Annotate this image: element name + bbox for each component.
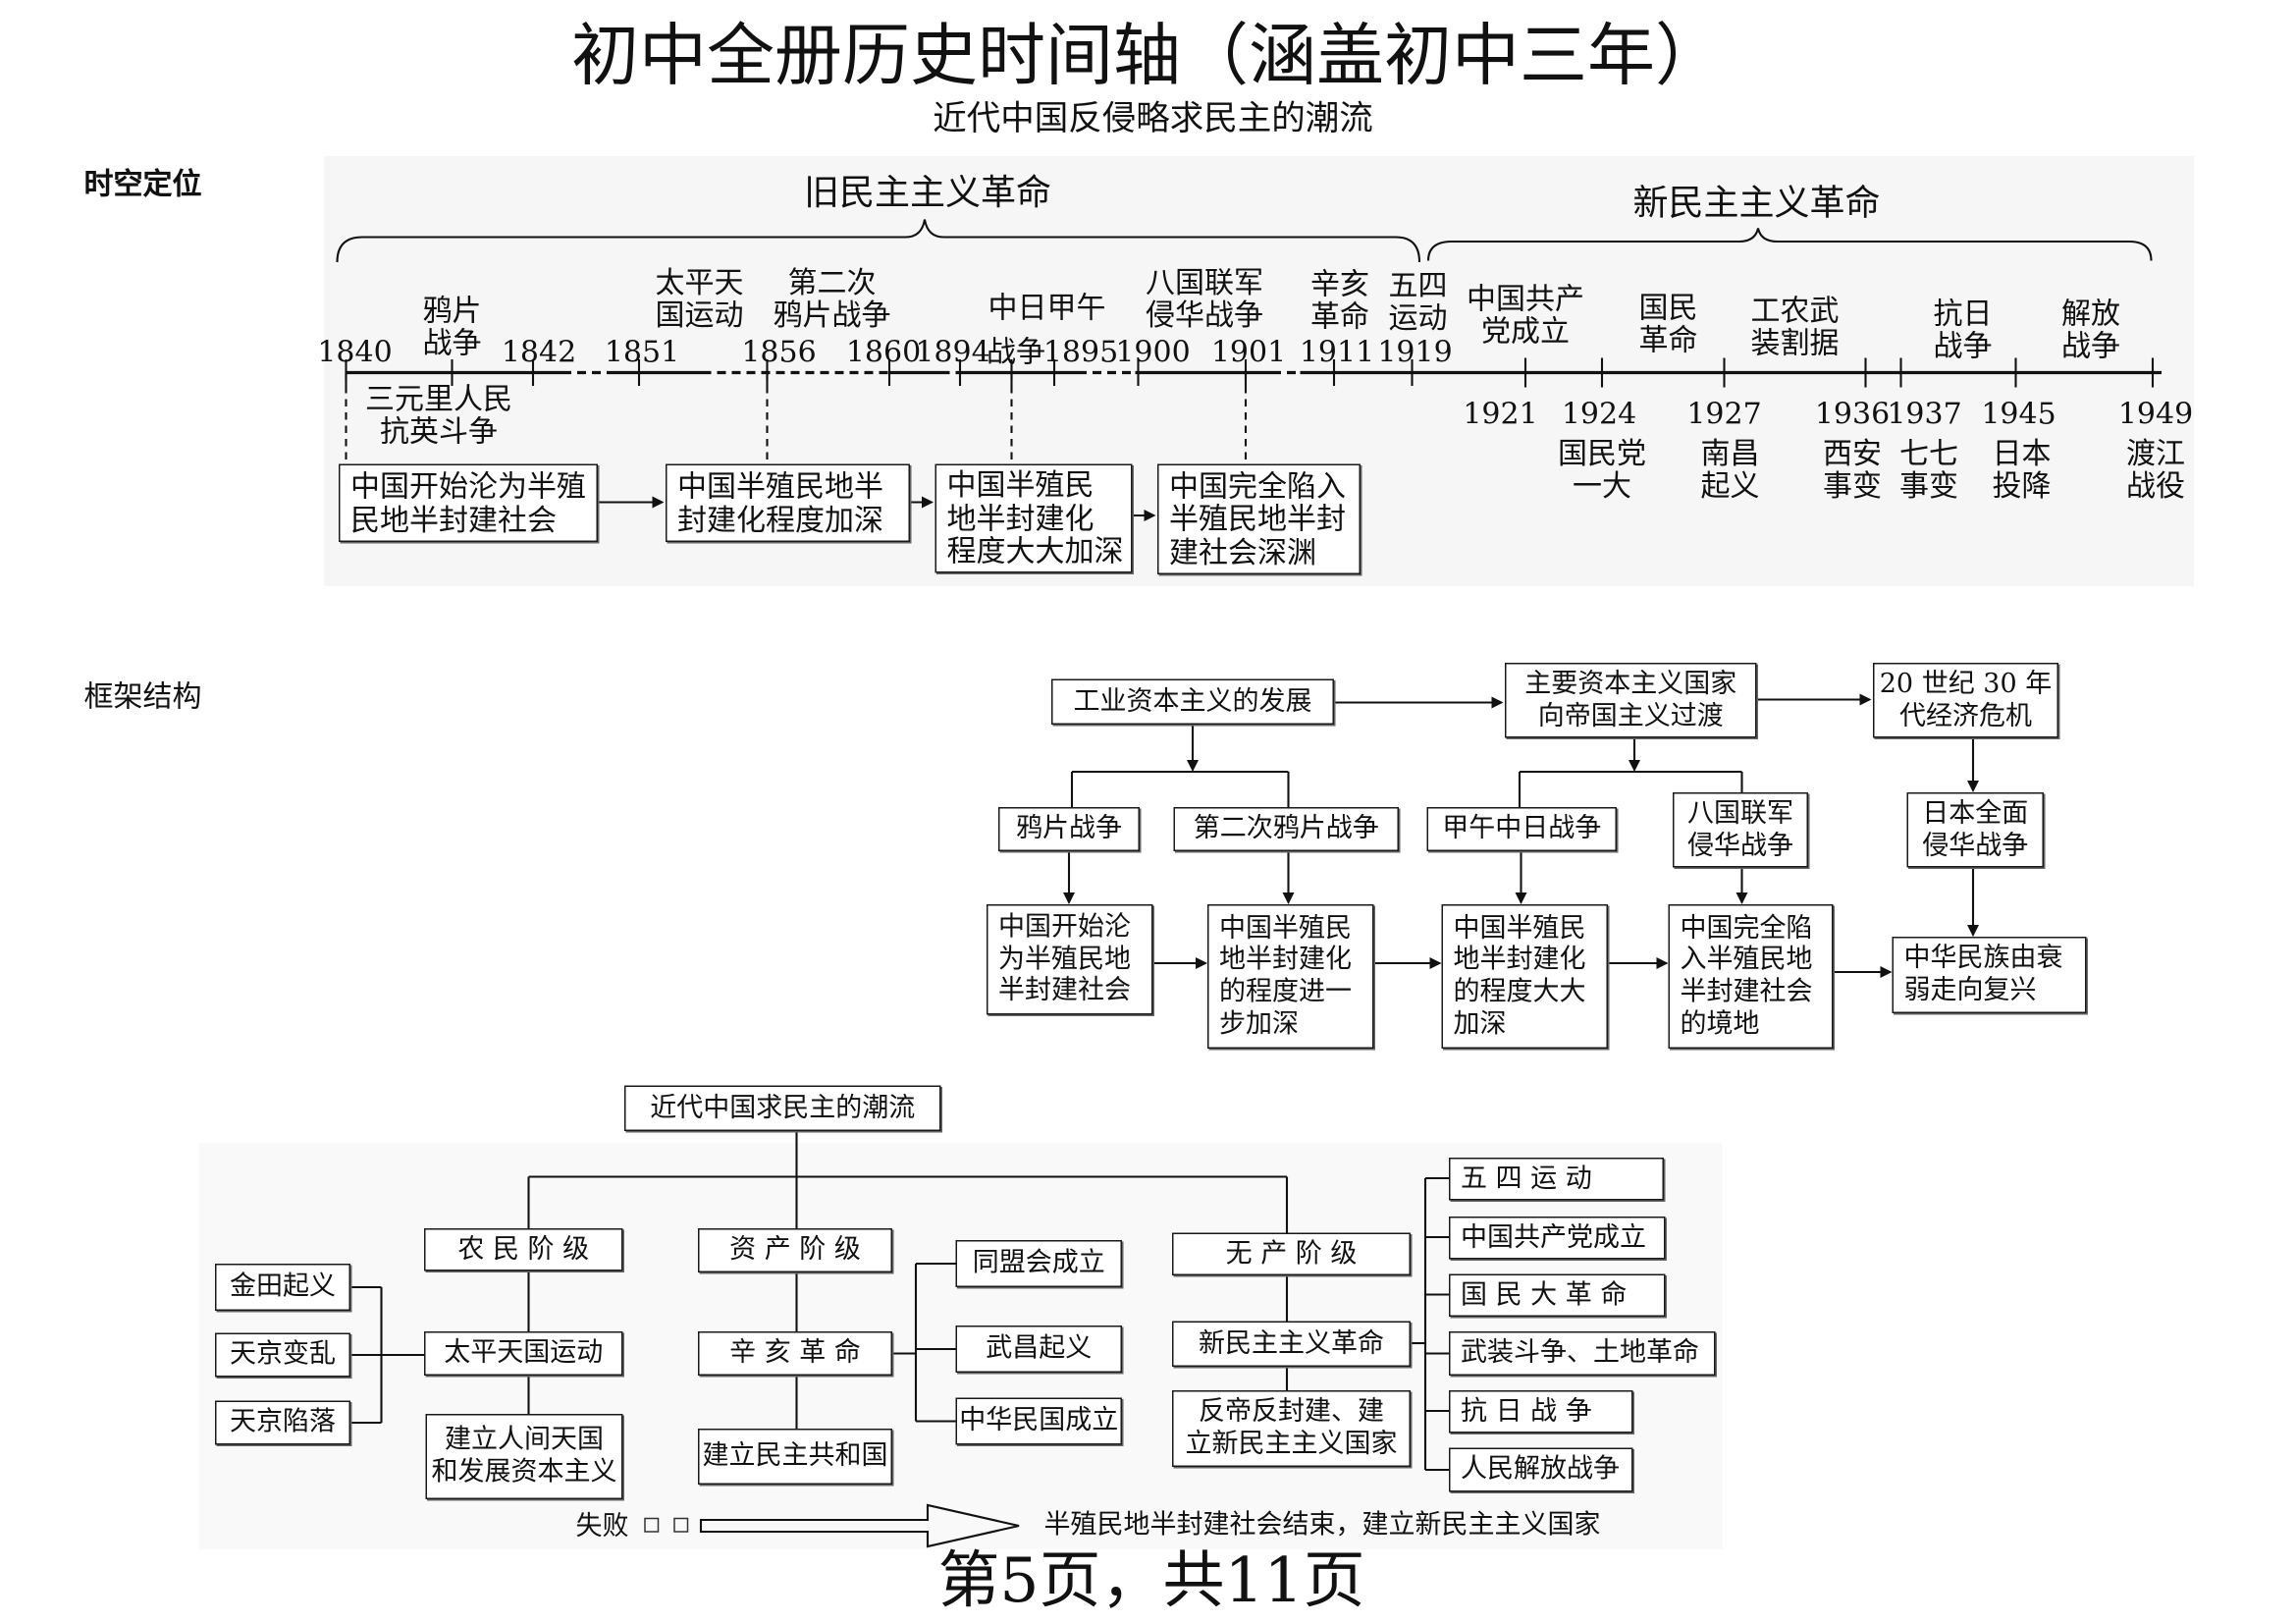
peasant-event-box: 天京变乱 bbox=[215, 1332, 350, 1378]
failure-label: 失败 bbox=[575, 1510, 629, 1542]
timeline-event: 八国联军 侵华战争 bbox=[1146, 264, 1263, 333]
timeline-year: 1901 bbox=[1210, 334, 1287, 370]
bourgeois-event-box: 武昌起义 bbox=[955, 1325, 1122, 1373]
timeline-year: 1924 bbox=[1561, 396, 1637, 432]
framework-stage-box: 中国完全陷 入半殖民地 半封建社会 的境地 bbox=[1668, 904, 1834, 1049]
small-square-icon bbox=[644, 1517, 660, 1533]
page-title: 初中全册历史时间轴（涵盖初中三年） bbox=[571, 15, 1723, 95]
proletariat-event-box: 武装斗争、土地革命 bbox=[1449, 1331, 1716, 1376]
timeline-event: 鸦片 战争 bbox=[422, 292, 482, 361]
proletariat-event-box: 中国共产党成立 bbox=[1449, 1217, 1666, 1260]
timeline-event: 七七 事变 bbox=[1899, 435, 1958, 504]
peasant-event-box: 金田起义 bbox=[215, 1264, 350, 1311]
timeline-period: 中国共产 党成立 bbox=[1467, 280, 1584, 350]
bourgeois-goal-box: 建立民主共和国 bbox=[698, 1429, 892, 1485]
framework-cause-box: 工业资本主义的发展 bbox=[1051, 678, 1334, 725]
bourgeois-event-box: 同盟会成立 bbox=[955, 1240, 1122, 1287]
section-label-spacetime: 时空定位 bbox=[83, 166, 202, 202]
period-label-new: 新民主主义革命 bbox=[1632, 182, 1881, 224]
framework-war-box: 日本全面 侵华战争 bbox=[1906, 792, 2044, 868]
bourgeois-movement-box: 辛 亥 革 命 bbox=[698, 1331, 892, 1376]
class-box: 资 产 阶 级 bbox=[698, 1228, 892, 1272]
period-label-old: 旧民主主义革命 bbox=[804, 171, 1051, 213]
timeline-event: 日本 投降 bbox=[1992, 435, 2052, 504]
page-number: 第5页，共11页 bbox=[937, 1543, 1365, 1617]
timeline-event: 渡江 战役 bbox=[2126, 435, 2185, 504]
timeline-event: 辛亥 革命 bbox=[1310, 265, 1369, 335]
democracy-root-box: 近代中国求民主的潮流 bbox=[624, 1085, 941, 1131]
proletariat-event-box: 人民解放战争 bbox=[1449, 1447, 1633, 1492]
framework-stage-box: 中华民族由衰 弱走向复兴 bbox=[1892, 937, 2087, 1013]
hollow-arrow-icon bbox=[699, 1503, 1020, 1548]
framework-war-box: 第二次鸦片战争 bbox=[1173, 807, 1399, 851]
timeline-event: 国民党 一大 bbox=[1558, 435, 1646, 504]
proletariat-event-box: 抗 日 战 争 bbox=[1449, 1390, 1633, 1434]
proletariat-goal-box: 反帝反封建、建 立新民主主义国家 bbox=[1172, 1390, 1411, 1467]
timeline-year: 1900 bbox=[1115, 334, 1191, 370]
timeline-year: 1911 bbox=[1299, 334, 1375, 370]
framework-war-box: 甲午中日战争 bbox=[1426, 807, 1617, 851]
timeline-period: 国民 革命 bbox=[1638, 289, 1698, 358]
outcome-text: 半殖民地半封建社会结束，建立新民主主义国家 bbox=[1043, 1509, 1601, 1541]
proletariat-event-box: 五 四 运 动 bbox=[1449, 1158, 1664, 1201]
timeline-period: 工农武 装割据 bbox=[1750, 292, 1840, 361]
timeline-year: 1895 bbox=[1042, 334, 1119, 370]
class-box: 无 产 阶 级 bbox=[1172, 1232, 1411, 1275]
timeline-year: 1840 bbox=[317, 334, 393, 370]
timeline-year: 1936 bbox=[1814, 396, 1891, 432]
timeline-year: 1894 bbox=[915, 334, 990, 370]
bourgeois-event-box: 中华民国成立 bbox=[955, 1397, 1122, 1445]
timeline-event: 太平天 国运动 bbox=[655, 264, 744, 333]
timeline-year: 1945 bbox=[1981, 396, 2056, 432]
framework-war-box: 鸦片战争 bbox=[998, 807, 1140, 851]
timeline-period: 解放 战争 bbox=[2061, 295, 2120, 364]
timeline-period: 抗日 战争 bbox=[1933, 295, 1993, 364]
timeline-year: 1856 bbox=[741, 334, 817, 370]
timeline-event-sanyuanli: 三元里人民 抗英斗争 bbox=[365, 380, 512, 450]
timeline-year: 1937 bbox=[1887, 396, 1962, 432]
framework-cause-box: 20 世纪 30 年 代经济危机 bbox=[1873, 663, 2058, 738]
timeline-year: 战争 bbox=[987, 334, 1045, 370]
peasant-event-box: 天京陷落 bbox=[215, 1400, 350, 1445]
proletariat-event-box: 国 民 大 革 命 bbox=[1449, 1273, 1666, 1317]
brace-new-period bbox=[1426, 228, 2153, 261]
peasant-goal-box: 建立人间天国 和发展资本主义 bbox=[425, 1414, 623, 1499]
timeline-year: 1842 bbox=[501, 334, 577, 370]
timeline-event: 南昌 起义 bbox=[1700, 435, 1760, 504]
framework-stage-box: 中国半殖民 地半封建化 的程度进一 步加深 bbox=[1207, 904, 1374, 1049]
timeline-stage-box: 中国半殖民地半 封建化程度加深 bbox=[666, 463, 910, 542]
timeline-stage-box: 中国完全陷入 半殖民地半封 建社会深渊 bbox=[1157, 463, 1361, 574]
timeline-year: 1860 bbox=[845, 334, 922, 370]
page-subtitle: 近代中国反侵略求民主的潮流 bbox=[933, 100, 1373, 139]
timeline-stage-box: 中国半殖民 地半封建化 程度大大加深 bbox=[934, 463, 1133, 573]
timeline-event: 西安 事变 bbox=[1823, 435, 1882, 504]
timeline-year: 1851 bbox=[604, 334, 680, 370]
proletariat-movement-box: 新民主主义革命 bbox=[1172, 1321, 1411, 1367]
small-square-icon bbox=[673, 1517, 689, 1533]
framework-stage-box: 中国开始沦 为半殖民地 半封建社会 bbox=[987, 904, 1153, 1015]
timeline-event: 中日甲午 bbox=[988, 290, 1106, 326]
timeline-year: 1927 bbox=[1686, 396, 1762, 432]
timeline-year: 1921 bbox=[1463, 396, 1538, 432]
peasant-movement-box: 太平天国运动 bbox=[424, 1331, 623, 1376]
timeline-event: 五四 运动 bbox=[1388, 267, 1448, 336]
framework-stage-box: 中国半殖民 地半封建化 的程度大大 加深 bbox=[1441, 904, 1608, 1049]
timeline-event: 第二次 鸦片战争 bbox=[773, 264, 891, 333]
timeline-year: 1919 bbox=[1377, 334, 1453, 370]
brace-old-period bbox=[336, 219, 1421, 263]
timeline-stage-box: 中国开始沦为半殖 民地半封建社会 bbox=[339, 463, 598, 542]
framework-cause-box: 主要资本主义国家 向帝国主义过渡 bbox=[1505, 663, 1757, 738]
framework-war-box: 八国联军 侵华战争 bbox=[1673, 792, 1808, 868]
class-box: 农 民 阶 级 bbox=[424, 1228, 623, 1271]
section-label-framework: 框架结构 bbox=[83, 678, 202, 715]
timeline-year: 1949 bbox=[2117, 396, 2194, 432]
